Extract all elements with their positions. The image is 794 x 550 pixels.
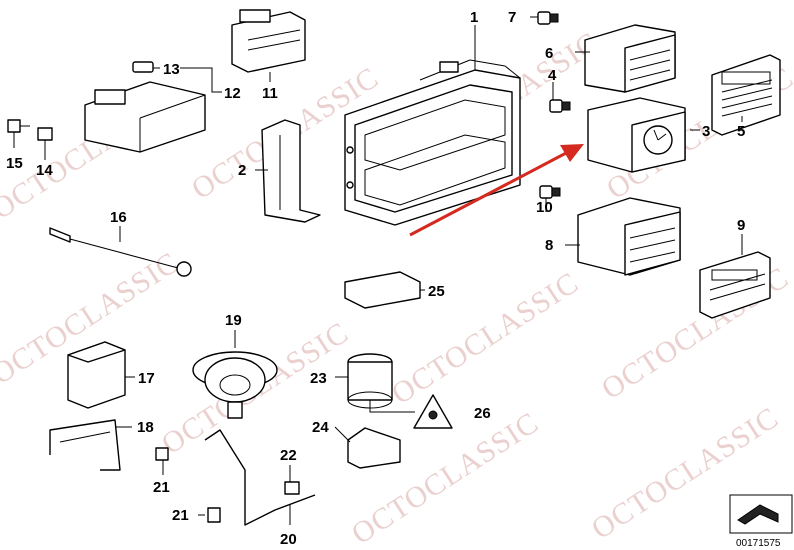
part-21-screw	[155, 447, 169, 461]
callout-5: 5	[737, 123, 745, 140]
callout-16: 16	[110, 209, 127, 226]
part-1-mounting-frame	[344, 59, 521, 226]
part-2-bracket	[261, 119, 321, 223]
callout-15: 15	[6, 155, 23, 172]
callout-10: 10	[536, 199, 553, 216]
callout-9: 9	[737, 217, 745, 234]
part-10-bulb	[539, 185, 561, 199]
part-19-horn	[192, 351, 278, 419]
part-25-module	[344, 271, 421, 309]
callout-19: 19	[225, 312, 242, 329]
part-3-clock	[587, 97, 686, 173]
part-6-control-unit	[584, 24, 676, 93]
callout-24: 24	[312, 419, 329, 436]
callouts: 1 2 3 4 5 6 7 8 9 10 11 12 13 14 15 16 1…	[6, 9, 745, 548]
callout-11: 11	[262, 85, 278, 102]
part-23-socket	[347, 353, 393, 409]
callout-20: 20	[280, 531, 297, 548]
callout-13: 13	[163, 61, 180, 78]
callout-12: 12	[224, 85, 241, 102]
callout-8: 8	[545, 237, 553, 254]
part-20-bracket	[204, 429, 316, 526]
part-12-control-box	[84, 81, 206, 153]
part-5-faceplate	[711, 54, 781, 136]
part-16-sensor-cable	[49, 227, 192, 277]
callout-22: 22	[280, 447, 297, 464]
callout-25: 25	[428, 283, 445, 300]
part-11-relay	[231, 9, 306, 73]
callout-7: 7	[508, 9, 516, 26]
callout-6: 6	[545, 45, 553, 62]
part-13-fuse	[132, 61, 154, 73]
callout-2: 2	[238, 162, 246, 179]
callout-17: 17	[138, 370, 155, 387]
callout-18: 18	[137, 419, 154, 436]
callout-21b: 21	[172, 507, 189, 524]
leader-lines	[13, 16, 743, 525]
red-arrow	[409, 144, 584, 237]
part-8-control-unit	[577, 197, 681, 276]
callout-1: 1	[470, 9, 478, 26]
part-22-nut	[284, 481, 300, 495]
callout-23: 23	[310, 370, 327, 387]
part-26-warning-sign	[413, 394, 453, 429]
part-7-bulb	[537, 11, 559, 25]
callout-4: 4	[548, 67, 557, 84]
callout-26: 26	[474, 405, 491, 422]
part-21-screw	[207, 507, 221, 523]
part-15-screw	[7, 119, 30, 133]
part-4-bulb	[549, 99, 571, 113]
part-17-relay-block	[67, 341, 126, 409]
part-9-keypad	[699, 251, 771, 319]
callout-3: 3	[702, 123, 710, 140]
part-18-bracket	[49, 419, 121, 471]
callout-14: 14	[36, 162, 53, 179]
part-14-clip	[37, 127, 53, 141]
catalog-number: 00171575	[736, 538, 781, 549]
part-24-holder	[347, 427, 401, 469]
callout-21a: 21	[153, 479, 170, 496]
catalog-box: 00171575	[729, 494, 793, 549]
